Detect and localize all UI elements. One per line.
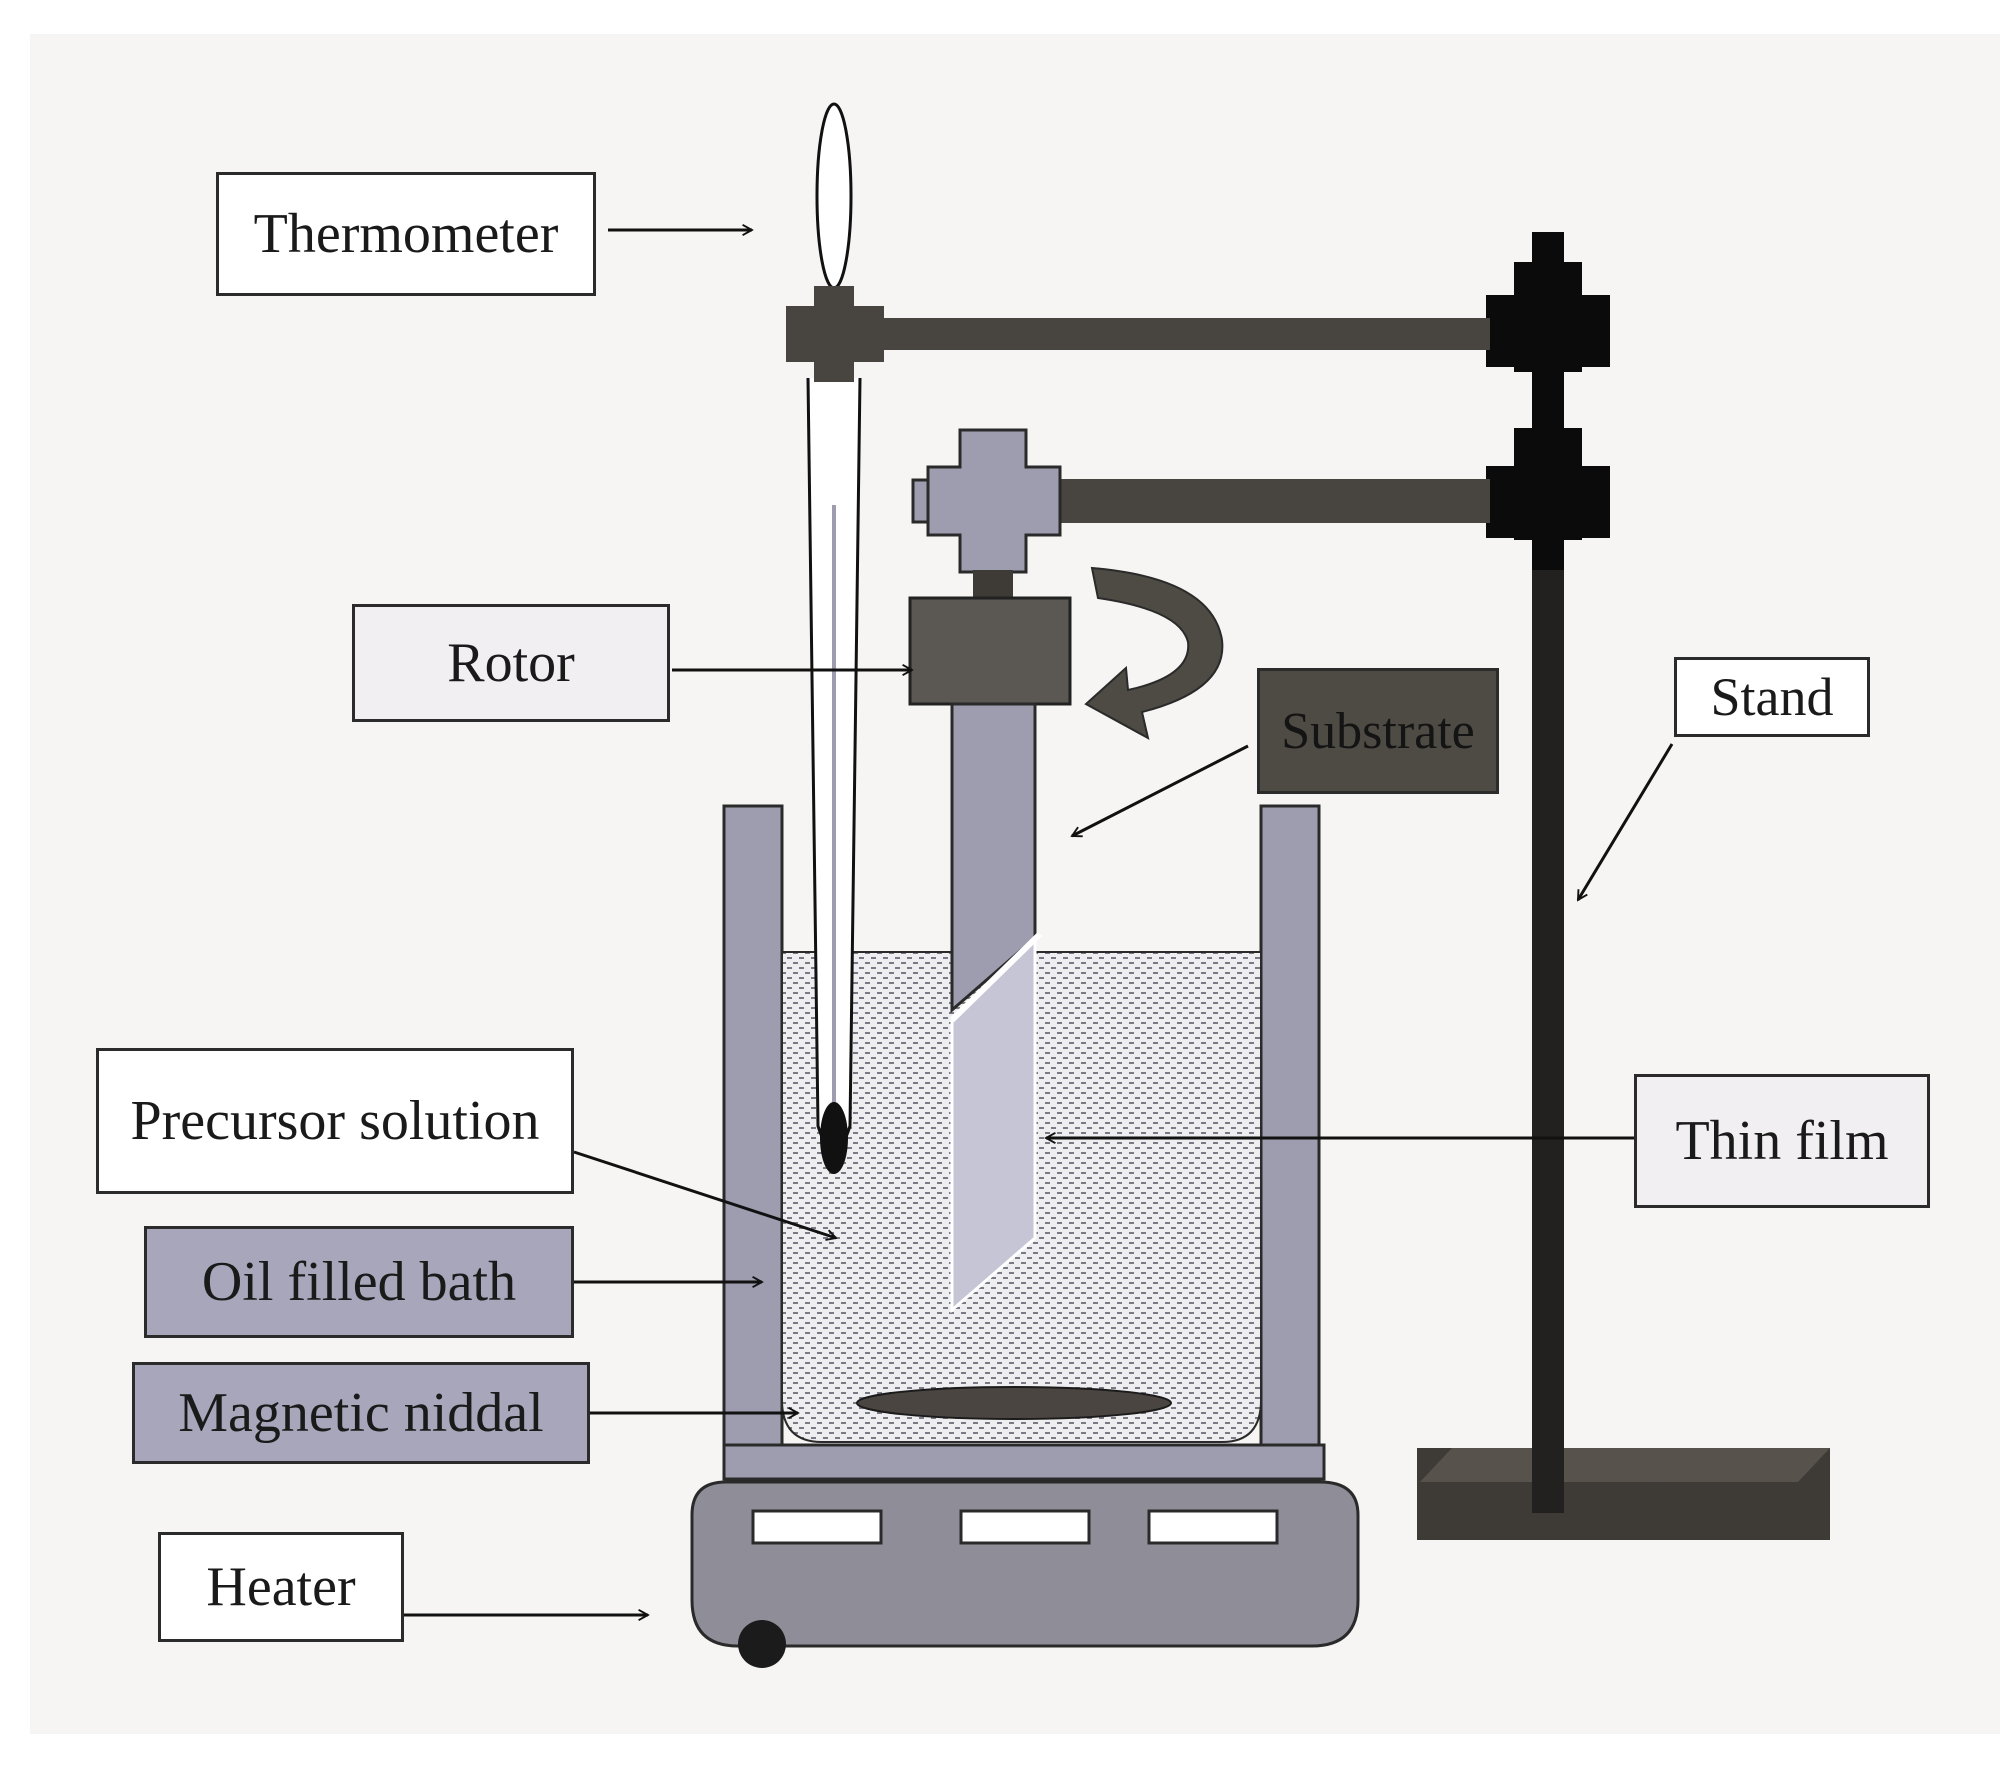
bath-wall-left — [722, 804, 784, 1448]
precursor-solution-arrow — [573, 1150, 836, 1238]
rotation-arrow — [1084, 566, 1224, 740]
heater-top-plate — [722, 1443, 1326, 1481]
label-rotor: Rotor — [352, 604, 670, 722]
label-magnetic-niddal: Magnetic niddal — [132, 1362, 590, 1464]
stand-base — [1417, 1448, 1830, 1540]
thermometer — [806, 102, 862, 1174]
heater-display-1 — [751, 1509, 883, 1545]
rotor-arm — [1060, 479, 1490, 523]
label-heater: Heater — [158, 1532, 404, 1642]
heater-body — [690, 1480, 1360, 1648]
stand-clamp-upper — [1486, 232, 1610, 402]
label-precursor-solution: Precursor solution — [96, 1048, 574, 1194]
stand-pole — [1532, 568, 1564, 1513]
rotor-head — [908, 596, 1072, 706]
heater-display-2 — [959, 1509, 1091, 1545]
rotor-shaft — [973, 570, 1013, 600]
thermometer-clamp — [786, 286, 884, 382]
substrate-arrow — [1072, 744, 1249, 838]
pointer-arrows — [404, 230, 1674, 1615]
thin-film-edge — [949, 931, 1043, 1023]
label-thermometer: Thermometer — [216, 172, 596, 296]
thermometer-arm — [880, 318, 1490, 350]
magnetic-stir-bar — [856, 1386, 1172, 1420]
bath-wall-right — [1259, 804, 1321, 1448]
label-substrate: Substrate — [1257, 668, 1499, 794]
heater-display-3 — [1147, 1509, 1279, 1545]
label-thin-film: Thin film — [1634, 1074, 1930, 1208]
stand-clamp-lower — [1486, 398, 1610, 570]
label-oil-filled-bath: Oil filled bath — [144, 1226, 574, 1338]
heater-knob — [738, 1620, 786, 1668]
rotor-clamp — [911, 428, 1062, 574]
stand-arrow — [1576, 743, 1674, 900]
label-stand: Stand — [1674, 657, 1870, 737]
